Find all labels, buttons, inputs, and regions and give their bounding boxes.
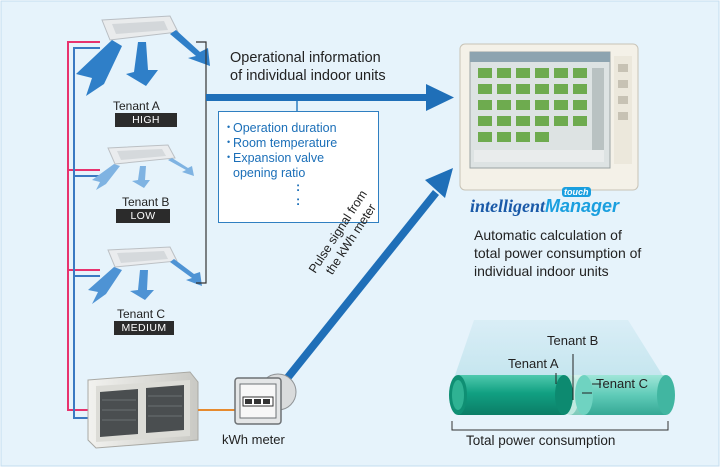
indoor-units-bracket [196,41,207,284]
info-item-room-temperature: Room temperature [233,136,338,150]
calculation-line2: total power consumption of [474,245,642,261]
total-consumption-label: Total power consumption [466,433,616,448]
indoor-unit-a-icon [76,15,210,96]
consumption-tenant-a-label: Tenant A [508,356,559,371]
operational-info-arrow [206,84,454,111]
indoor-unit-b-icon [92,144,194,190]
tenant-b-level-badge: LOW [116,209,170,223]
touch-manager-device-icon [459,43,639,191]
brand-touch-text: touch [562,187,591,197]
indoor-unit-c-icon [88,246,202,304]
total-consumption-bracket [451,421,669,431]
info-bullet-2: • [227,137,231,147]
pulse-signal-arrow [280,168,453,386]
total-consumption-cylinder [449,375,675,415]
operational-info-line2: of individual indoor units [230,68,386,84]
tenant-a-level-badge: HIGH [115,113,177,127]
outdoor-unit-icon [87,371,199,449]
refrigerant-pipes [67,41,100,419]
calculation-line3: individual indoor units [474,263,609,279]
brand-intelligent-text: intelligent [470,196,546,216]
brand-manager-text: Manager [545,196,620,216]
info-item-opening-ratio: opening ratio [233,166,306,180]
info-more-ellipsis-2: : [296,194,301,208]
consumption-tenant-b-label: Tenant B [547,333,599,348]
kwh-meter-label: kWh meter [222,432,285,447]
operational-info-line1: Operational information [230,50,381,66]
calculation-line1: Automatic calculation of [474,227,622,243]
operational-info-box: • Operation duration • Room temperature … [218,111,379,223]
info-item-operation-duration: Operation duration [233,121,337,135]
consumption-tenant-c-label: Tenant C [596,376,649,391]
tenant-b-label: Tenant B [122,195,170,209]
info-more-ellipsis-1: : [296,180,301,194]
kwh-meter-icon [234,373,297,425]
tenant-c-level-badge: MEDIUM [114,321,174,335]
info-bullet-1: • [227,122,231,132]
info-item-expansion-valve: Expansion valve [233,151,325,165]
tenant-a-label: Tenant A [113,99,160,113]
info-bullet-3: • [227,152,231,162]
tenant-c-label: Tenant C [117,307,166,321]
consumption-projection-beam [452,320,668,384]
